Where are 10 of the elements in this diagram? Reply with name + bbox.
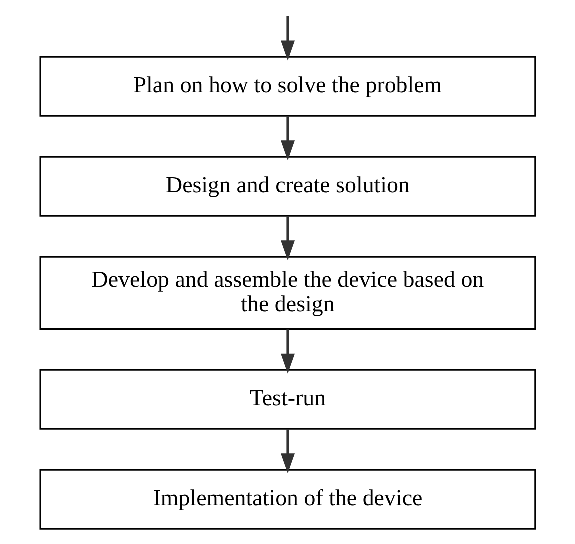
node-box: Develop and assemble the device based on the design	[39, 256, 536, 330]
arrow	[280, 330, 294, 374]
arrow	[280, 16, 294, 61]
node-box: Test-run	[39, 369, 536, 430]
node-box: Implementation of the device	[39, 469, 536, 530]
arrow	[280, 429, 294, 474]
arrow	[280, 116, 294, 161]
node-box: Plan on how to solve the problem	[39, 56, 536, 117]
node-box: Design and create solution	[39, 156, 536, 217]
arrow	[280, 216, 294, 261]
